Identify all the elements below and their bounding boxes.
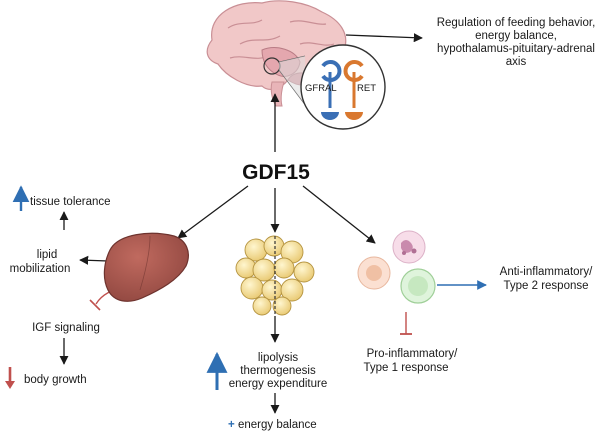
arrow-gdf15-to-immune [302, 185, 376, 244]
zoom-cone-fill [279, 56, 306, 106]
body-growth-label: body growth [24, 374, 87, 386]
adipose-effect-line: thermogenesis [240, 365, 316, 377]
anti-inflammatory-line: Anti-inflammatory/ [500, 266, 593, 278]
inhibition-bar-igf [89, 299, 101, 311]
outcome-line: axis [506, 56, 527, 68]
anti-inflammatory-line: Type 2 response [503, 280, 588, 292]
outcome-line: Regulation of feeding behavior, [437, 17, 596, 29]
pro-inflammatory-line: Pro-inflammatory/ [367, 348, 459, 360]
outcome-line: hypothalamus-pituitary-adrenal [437, 43, 595, 55]
receptor-label-ret: RET [357, 83, 376, 94]
arrow-gdf15-to-liver [177, 185, 249, 239]
ret-bottom-domain [345, 112, 363, 120]
lipid-line: lipid [37, 249, 57, 261]
lipid-line: mobilization [10, 263, 71, 275]
ret-top-domain [343, 60, 364, 82]
energy-balance-label: energy balance [238, 419, 317, 431]
gfral-top-domain [321, 60, 342, 82]
decrease-arrow-growth [5, 367, 15, 389]
title-gdf15: GDF15 [242, 161, 310, 184]
receptor-zoom-icon [300, 44, 386, 130]
receptor-label-gfral: GFRAL [305, 83, 337, 94]
arrow-liver-to-lipid [79, 255, 109, 265]
tissue-tolerance-label: tissue tolerance [30, 196, 111, 208]
pro-inflammatory-line: Type 1 response [363, 362, 448, 374]
plus-sign: + [228, 419, 235, 431]
adipose-effect-line: lipolysis [258, 352, 299, 364]
liver-icon [103, 232, 189, 302]
adipose-effect-line: energy expenditure [229, 378, 327, 390]
arrow-brain-to-outcome [345, 33, 423, 43]
gfral-bottom-domain [321, 112, 339, 120]
immune-cells-icon [357, 230, 436, 304]
adipose-tissue-icon [235, 235, 315, 316]
outcome-line: energy balance, [475, 30, 557, 42]
igf-signaling-label: IGF signaling [32, 322, 100, 334]
